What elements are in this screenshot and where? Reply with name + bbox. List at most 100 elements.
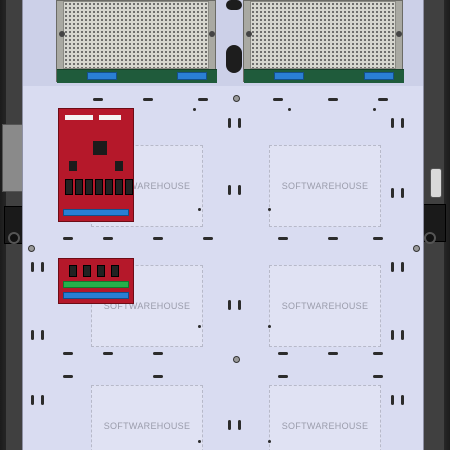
mount-slot — [63, 237, 73, 240]
mount-slot — [401, 118, 404, 128]
board-relay — [111, 265, 119, 277]
board-terminal-strip — [63, 292, 129, 299]
board-relay — [83, 265, 91, 277]
zone-label: SOFTWAREHOUSE — [281, 421, 369, 431]
mount-slot — [391, 330, 394, 340]
mount-slot — [373, 375, 383, 378]
zone-label: SOFTWAREHOUSE — [281, 301, 369, 311]
mount-slot — [328, 352, 338, 355]
psu-terminal — [177, 72, 207, 80]
standoff — [233, 356, 240, 363]
mount-slot — [373, 352, 383, 355]
board-relay — [65, 179, 73, 195]
board-relay — [105, 179, 113, 195]
mount-slot — [63, 352, 73, 355]
standoff — [28, 245, 35, 252]
zone-6[interactable]: SOFTWAREHOUSE — [269, 385, 381, 450]
mount-slot — [228, 300, 231, 310]
board-terminal-strip — [63, 209, 129, 216]
mount-hole — [268, 325, 271, 328]
board-chip — [69, 161, 77, 171]
psu-vent-grid — [63, 1, 209, 69]
mount-slot — [41, 262, 44, 272]
mount-slot — [328, 237, 338, 240]
mount-hole — [198, 440, 201, 443]
mount-slot — [273, 98, 283, 101]
mount-slot — [401, 395, 404, 405]
mount-slot — [238, 118, 241, 128]
mount-slot — [41, 395, 44, 405]
psu-terminal — [87, 72, 117, 80]
mount-slot — [238, 420, 241, 430]
center-mount-slot — [226, 0, 242, 10]
zone-2[interactable]: SOFTWAREHOUSE — [269, 145, 381, 227]
mount-slot — [153, 237, 163, 240]
mount-slot — [41, 330, 44, 340]
mount-slot — [401, 188, 404, 198]
zone-label: SOFTWAREHOUSE — [103, 301, 191, 311]
mount-hole — [268, 440, 271, 443]
mount-slot — [198, 98, 208, 101]
controller-board-small[interactable] — [58, 258, 134, 304]
zone-5[interactable]: SOFTWAREHOUSE — [91, 385, 203, 450]
board-chip — [93, 141, 107, 155]
psu-screw — [246, 31, 252, 37]
mount-slot — [31, 395, 34, 405]
zone-label: SOFTWAREHOUSE — [103, 421, 191, 431]
mount-slot — [63, 375, 73, 378]
mount-slot — [373, 237, 383, 240]
mount-slot — [93, 98, 103, 101]
zone-4[interactable]: SOFTWAREHOUSE — [269, 265, 381, 347]
mount-hole — [198, 325, 201, 328]
standoff — [233, 95, 240, 102]
center-mount-slot — [226, 45, 242, 73]
psu-vent-grid — [250, 1, 396, 69]
board-terminal-strip — [63, 281, 129, 288]
board-relay — [95, 179, 103, 195]
mount-slot — [228, 185, 231, 195]
board-chip — [115, 161, 123, 171]
board-relay — [115, 179, 123, 195]
controller-board-large[interactable] — [58, 108, 134, 222]
board-relay — [125, 179, 133, 195]
psu-terminal — [364, 72, 394, 80]
mount-slot — [401, 262, 404, 272]
board-label — [99, 115, 121, 120]
mount-slot — [153, 352, 163, 355]
mount-slot — [31, 330, 34, 340]
mount-slot — [278, 352, 288, 355]
mount-slot — [328, 98, 338, 101]
mount-slot — [153, 375, 163, 378]
mount-slot — [143, 98, 153, 101]
mount-slot — [391, 188, 394, 198]
board-relay — [69, 265, 77, 277]
zone-label: SOFTWAREHOUSE — [281, 181, 369, 191]
mount-slot — [391, 262, 394, 272]
mount-hole — [373, 108, 376, 111]
mount-slot — [278, 375, 288, 378]
door-latch[interactable] — [430, 168, 442, 198]
psu-screw — [396, 31, 402, 37]
power-supply-left[interactable] — [56, 0, 217, 83]
mount-slot — [238, 185, 241, 195]
mount-slot — [278, 237, 288, 240]
mount-knob-icon — [424, 232, 436, 244]
psu-terminal — [274, 72, 304, 80]
mount-hole — [193, 108, 196, 111]
mount-slot — [391, 395, 394, 405]
power-supply-right[interactable] — [243, 0, 404, 83]
mount-slot — [238, 300, 241, 310]
mount-slot — [103, 237, 113, 240]
psu-screw — [59, 31, 65, 37]
board-relay — [85, 179, 93, 195]
board-relay — [97, 265, 105, 277]
mount-hole — [198, 208, 201, 211]
mount-hole — [268, 208, 271, 211]
mount-slot — [228, 420, 231, 430]
mount-hole — [288, 108, 291, 111]
psu-screw — [209, 31, 215, 37]
board-relay — [75, 179, 83, 195]
mount-slot — [391, 118, 394, 128]
mount-slot — [228, 118, 231, 128]
board-label — [65, 115, 93, 120]
